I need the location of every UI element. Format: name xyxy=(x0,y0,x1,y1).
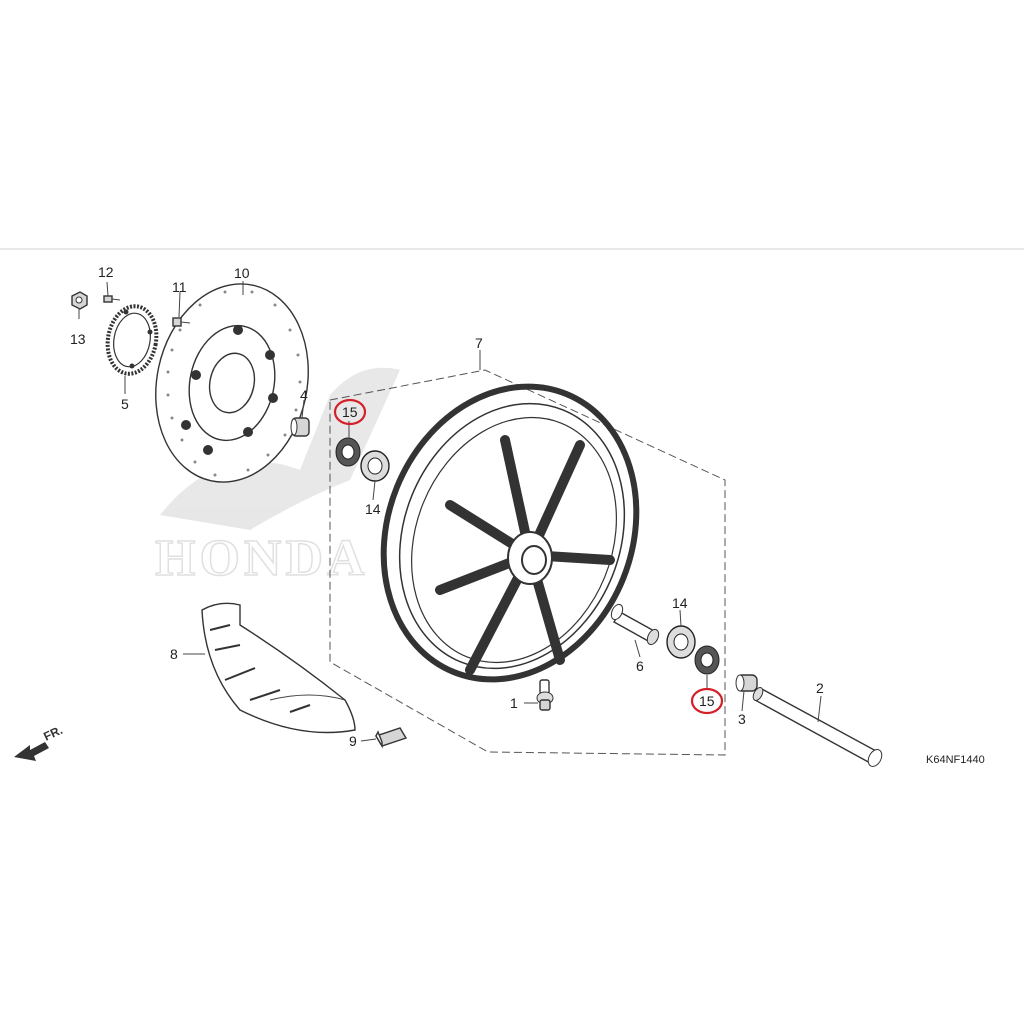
callout-10: 10 xyxy=(234,265,250,281)
pulser-ring xyxy=(105,304,159,376)
dust-seal-right xyxy=(694,645,720,675)
direction-label: FR. xyxy=(41,723,64,744)
side-collar xyxy=(735,674,758,692)
callout-14-left: 14 xyxy=(365,501,381,517)
balance-weight xyxy=(374,727,408,749)
callout-13: 13 xyxy=(70,331,86,347)
axle-part xyxy=(752,687,883,767)
wheel-assembly-box xyxy=(329,369,726,756)
callout-2: 2 xyxy=(816,680,824,696)
distance-collar xyxy=(610,603,660,646)
callout-6: 6 xyxy=(636,658,644,674)
callout-labels: 1 2 3 4 5 6 7 8 9 10 11 12 13 14 14 15 1… xyxy=(70,264,824,749)
front-fender xyxy=(201,602,356,734)
callout-8: 8 xyxy=(170,646,178,662)
collar-part xyxy=(290,417,310,437)
bolt-part-12 xyxy=(103,295,121,303)
bolt-part-11 xyxy=(172,317,191,327)
drawing-code: K64NF1440 xyxy=(926,754,985,766)
brake-disc xyxy=(155,283,309,483)
front-direction-arrow: FR. xyxy=(14,723,65,761)
nut-part xyxy=(71,291,88,310)
callout-4: 4 xyxy=(300,387,308,403)
callout-5: 5 xyxy=(121,396,129,412)
callout-15-right: 15 xyxy=(699,693,715,709)
dust-seal-left xyxy=(335,437,361,467)
watermark-text: HONDA xyxy=(155,530,369,587)
valve-part xyxy=(536,679,554,711)
highlight-circles xyxy=(333,398,724,715)
callout-14-right: 14 xyxy=(672,595,688,611)
callout-3: 3 xyxy=(738,711,746,727)
leader-lines xyxy=(78,281,822,742)
wheel-rim xyxy=(380,383,640,683)
bearing-right xyxy=(666,625,696,659)
bearing-left xyxy=(360,450,390,482)
callout-7: 7 xyxy=(475,335,483,351)
callout-12: 12 xyxy=(98,264,114,280)
callout-15-left: 15 xyxy=(342,404,358,420)
highlight-circle-right xyxy=(690,687,724,715)
callout-11: 11 xyxy=(172,279,187,295)
callout-1: 1 xyxy=(510,695,518,711)
callout-9: 9 xyxy=(349,733,357,749)
highlight-circle-left xyxy=(333,398,367,426)
